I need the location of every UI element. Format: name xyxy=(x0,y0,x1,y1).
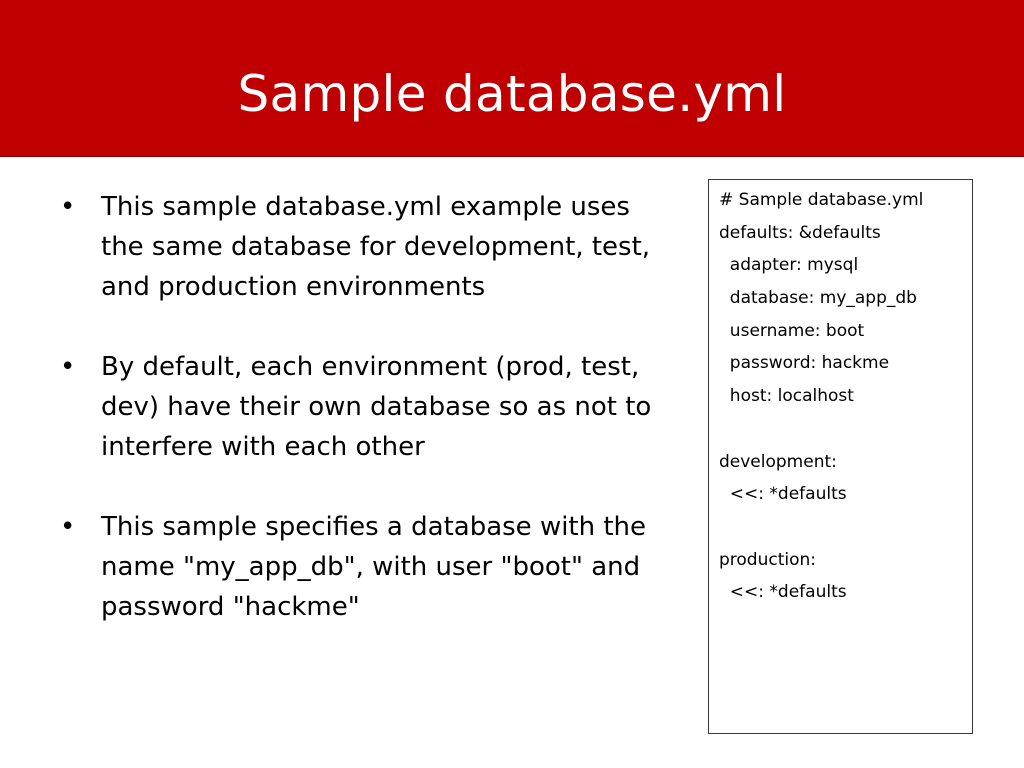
slide-title: Sample database.yml xyxy=(237,65,787,123)
code-line: production: xyxy=(719,549,817,570)
bullet-item: • By default, each environment (prod, te… xyxy=(60,347,670,467)
code-line: host: localhost xyxy=(719,386,854,407)
code-line xyxy=(719,413,972,446)
bullet-item: • This sample specifies a database with … xyxy=(60,507,670,627)
code-line: username: boot xyxy=(719,320,865,341)
bullet-text: By default, each environment (prod, test… xyxy=(101,352,652,462)
code-line: adapter: mysql xyxy=(719,255,859,276)
bullet-item: • This sample database.yml example uses … xyxy=(60,187,670,307)
code-line: password: hackme xyxy=(719,353,890,374)
bullet-dot-icon: • xyxy=(60,512,76,542)
bullet-text: This sample specifies a database with th… xyxy=(101,512,647,622)
bullet-text: This sample database.yml example uses th… xyxy=(101,192,651,302)
code-line: defaults: &defaults xyxy=(719,222,881,243)
code-line: database: my_app_db xyxy=(719,288,917,309)
bullet-dot-icon: • xyxy=(60,352,76,382)
code-line xyxy=(719,511,972,544)
bullet-list: • This sample database.yml example uses … xyxy=(60,187,670,667)
code-line: # Sample database.yml xyxy=(719,190,924,210)
code-line: <<: *defaults xyxy=(719,582,847,603)
title-banner: Sample database.yml xyxy=(0,0,1024,157)
bullet-dot-icon: • xyxy=(60,192,76,222)
code-sample-box: # Sample database.yml defaults: &default… xyxy=(708,179,973,734)
code-line: development: xyxy=(719,451,837,472)
code-line: <<: *defaults xyxy=(719,484,847,505)
